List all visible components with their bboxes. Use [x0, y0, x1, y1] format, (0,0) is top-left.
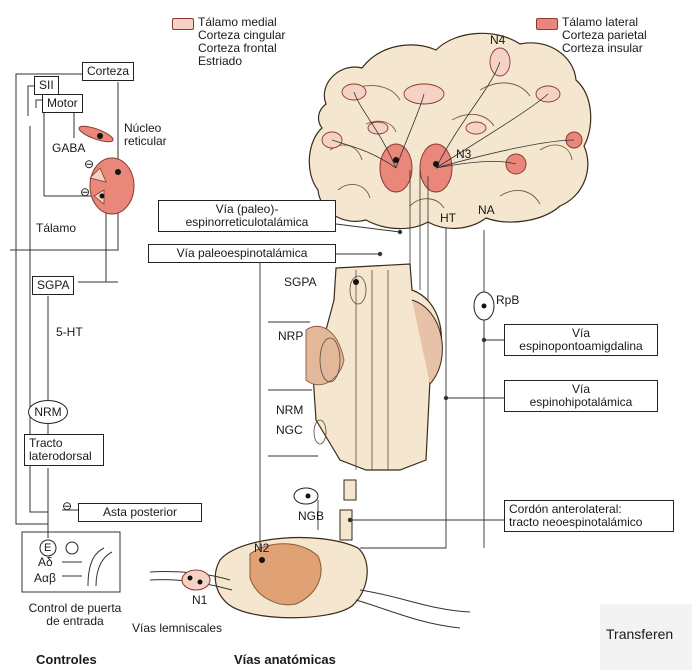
controles-heading: Controles: [36, 652, 97, 667]
vias-lemniscales-label: Vías lemniscales: [132, 622, 222, 635]
reticular-label: reticular: [124, 135, 167, 148]
cordon-line-2: tracto neoespinotalámico: [509, 516, 669, 529]
legend-lateral-3: Corteza insular: [562, 42, 643, 55]
minus-asta: ⊖: [62, 500, 72, 513]
5ht-label: 5-HT: [56, 326, 83, 339]
gate-aab: Aαβ: [34, 572, 56, 585]
n4-label: N4: [490, 34, 505, 47]
ngb-label: NGB: [298, 510, 324, 523]
via-paleoespinotalamica-box: Vía paleoespinotalámica: [148, 244, 336, 263]
ht-label: HT: [440, 212, 456, 225]
nrm-right-label: NRM: [276, 404, 303, 417]
talamo-label: Tálamo: [36, 222, 76, 235]
via-paleo-line-2: espinorreticulotalámica: [163, 216, 331, 229]
legend-swatch-medial: [172, 18, 194, 30]
minus-2: ⊖: [80, 186, 90, 199]
nrp-label: NRP: [278, 330, 303, 343]
n2-label: N2: [254, 542, 269, 555]
sii-box: SII: [34, 76, 59, 95]
legend-swatch-lateral: [536, 18, 558, 30]
amig-line-2: espinopontoamigdalina: [509, 340, 653, 353]
tracto-box: Tracto laterodorsal: [24, 434, 104, 466]
gate-adelta: Aδ: [38, 556, 53, 569]
via-espinohipotalamica-box: Vía espinohipotalámica: [504, 380, 658, 412]
asta-posterior-box: Asta posterior: [78, 503, 202, 522]
motor-box: Motor: [42, 94, 83, 113]
transfer-panel-label: Transferen: [606, 626, 673, 642]
vias-anatomicas-heading: Vías anatómicas: [234, 652, 336, 667]
n3-label: N3: [456, 148, 471, 161]
sgpa-right-label: SGPA: [284, 276, 316, 289]
nrm-left-oval: NRM: [28, 400, 68, 424]
gaba-label: GABA: [52, 142, 85, 155]
via-paleo-espinorreticulotalamica-box: Vía (paleo)- espinorreticulotalámica: [158, 200, 336, 232]
cordon-anterolateral-box: Cordón anterolateral: tracto neoespinota…: [504, 500, 674, 532]
via-espinopontoamigdalina-box: Vía espinopontoamigdalina: [504, 324, 658, 356]
gate-e: E: [44, 542, 51, 555]
rpb-label: RpB: [496, 294, 519, 307]
ngc-label: NGC: [276, 424, 303, 437]
hipo-line-2: espinohipotalámica: [509, 396, 653, 409]
tracto-line-2: laterodorsal: [29, 450, 99, 463]
sgpa-left-box: SGPA: [32, 276, 74, 295]
na-label: NA: [478, 204, 495, 217]
legend-medial-4: Estriado: [198, 55, 242, 68]
gate-caption-2: de entrada: [20, 615, 130, 628]
n1-label: N1: [192, 594, 207, 607]
minus-1: ⊖: [84, 158, 94, 171]
corteza-box: Corteza: [82, 62, 134, 81]
transfer-panel[interactable]: Transferen: [600, 604, 692, 670]
